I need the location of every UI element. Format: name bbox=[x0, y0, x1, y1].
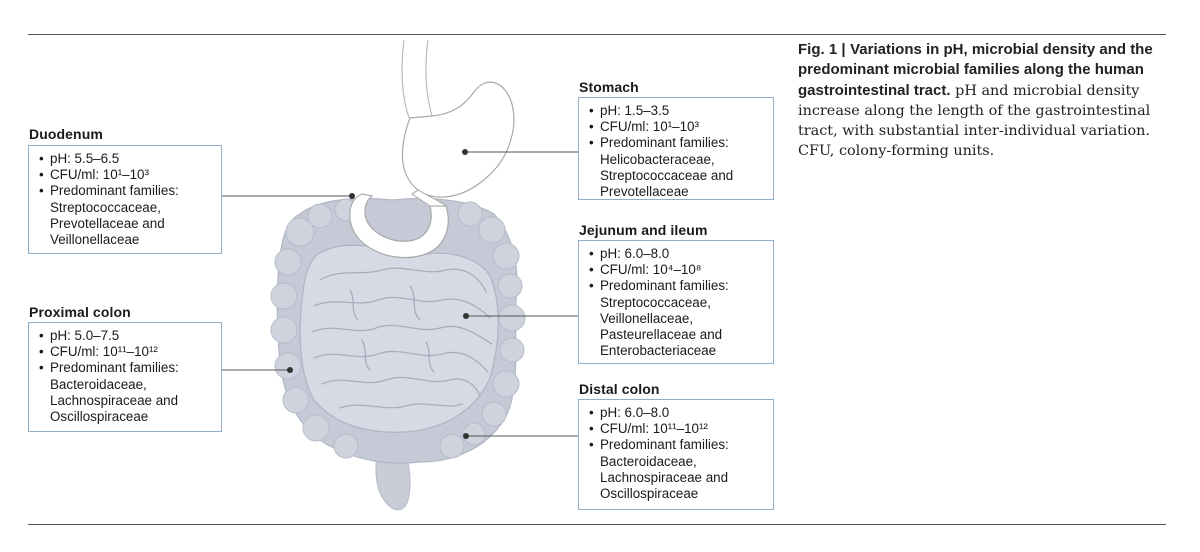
leader-dot-jejunum-ileum bbox=[463, 313, 469, 319]
proximal-colon-family-3: Oscillospiraceae bbox=[50, 409, 149, 425]
figure-caption-text: pH and microbial density increase along … bbox=[798, 82, 1151, 160]
figure-label: Fig. 1 | bbox=[798, 41, 846, 58]
distal-colon-family-2: Lachnospiraceae and bbox=[600, 469, 729, 485]
leader-dot-distal-colon bbox=[463, 433, 469, 439]
stomach-ph: pH: 1.5–3.5 bbox=[589, 103, 765, 119]
distal-colon-family-1: Bacteroidaceae, bbox=[600, 453, 697, 469]
proximal-colon-families: Predominant families: Bacteroidaceae, La… bbox=[39, 360, 213, 425]
jejunum-ileum-title: Jejunum and ileum bbox=[579, 222, 708, 238]
jejunum-ileum-info-box: pH: 6.0–8.0 CFU/ml: 10⁴–10⁸ Predominant … bbox=[578, 240, 774, 364]
stomach-families-label: Predominant families: bbox=[600, 135, 729, 151]
distal-colon-families-label: Predominant families: bbox=[600, 437, 729, 453]
proximal-colon-families-label: Predominant families: bbox=[50, 360, 179, 376]
small-intestine-coils bbox=[311, 267, 493, 409]
stomach-info-box: pH: 1.5–3.5 CFU/ml: 10¹–10³ Predominant … bbox=[578, 97, 774, 200]
proximal-colon-family-2: Lachnospiraceae and bbox=[50, 392, 179, 408]
duodenum-families-label: Predominant families: bbox=[50, 183, 179, 199]
stomach-family-1: Helicobacteraceae, bbox=[600, 151, 715, 167]
duodenum-cfu: CFU/ml: 10¹–10³ bbox=[39, 167, 213, 183]
distal-colon-title: Distal colon bbox=[579, 381, 660, 397]
leader-dot-duodenum bbox=[349, 193, 355, 199]
stomach-family-2: Streptococcaceae and bbox=[600, 167, 734, 183]
stomach-title: Stomach bbox=[579, 79, 639, 95]
esophagus-shape bbox=[401, 39, 433, 121]
duodenum-info-box: pH: 5.5–6.5 CFU/ml: 10¹–10³ Predominant … bbox=[28, 145, 222, 254]
jejunum-ileum-family-3: Pasteurellaceae and bbox=[600, 327, 723, 343]
distal-colon-ph: pH: 6.0–8.0 bbox=[589, 405, 765, 421]
duodenum-families: Predominant families: Streptococcaceae, … bbox=[39, 183, 213, 248]
distal-colon-cfu: CFU/ml: 10¹¹–10¹² bbox=[589, 421, 765, 437]
leader-dot-stomach bbox=[462, 149, 468, 155]
stomach-families: Predominant families: Helicobacteraceae,… bbox=[589, 135, 765, 200]
bottom-rule bbox=[28, 524, 1166, 525]
jejunum-ileum-family-1: Streptococcaceae, bbox=[600, 294, 711, 310]
duodenum-ph: pH: 5.5–6.5 bbox=[39, 151, 213, 167]
jejunum-ileum-ph: pH: 6.0–8.0 bbox=[589, 246, 765, 262]
jejunum-ileum-families-label: Predominant families: bbox=[600, 278, 729, 294]
proximal-colon-title: Proximal colon bbox=[29, 304, 131, 320]
distal-colon-info-box: pH: 6.0–8.0 CFU/ml: 10¹¹–10¹² Predominan… bbox=[578, 399, 774, 510]
duodenum-title: Duodenum bbox=[29, 126, 103, 142]
stomach-cfu: CFU/ml: 10¹–10³ bbox=[589, 119, 765, 135]
stomach-family-3: Prevotellaceae bbox=[600, 184, 689, 200]
jejunum-ileum-family-4: Enterobacteriaceae bbox=[600, 343, 717, 359]
duodenum-family-3: Veillonellaceae bbox=[50, 232, 140, 248]
stomach-shape bbox=[401, 81, 515, 198]
jejunum-ileum-family-2: Veillonellaceae, bbox=[600, 310, 694, 326]
proximal-colon-ph: pH: 5.0–7.5 bbox=[39, 328, 213, 344]
proximal-colon-info-box: pH: 5.0–7.5 CFU/ml: 10¹¹–10¹² Predominan… bbox=[28, 322, 222, 432]
proximal-colon-cfu: CFU/ml: 10¹¹–10¹² bbox=[39, 344, 213, 360]
distal-colon-families: Predominant families: Bacteroidaceae, La… bbox=[589, 437, 765, 502]
top-rule bbox=[28, 34, 1166, 35]
proximal-colon-family-1: Bacteroidaceae, bbox=[50, 376, 147, 392]
leader-dot-proximal-colon bbox=[287, 367, 293, 373]
duodenum-family-1: Streptococcaceae, bbox=[50, 199, 161, 215]
figure-caption: Fig. 1 | Variations in pH, microbial den… bbox=[798, 40, 1168, 162]
figure-title: Variations in pH, microbial density and … bbox=[798, 41, 1153, 99]
pylorus-shape bbox=[411, 189, 448, 207]
jejunum-ileum-families: Predominant families: Streptococcaceae, … bbox=[589, 278, 765, 359]
jejunum-ileum-cfu: CFU/ml: 10⁴–10⁸ bbox=[589, 262, 765, 278]
distal-colon-family-3: Oscillospiraceae bbox=[600, 486, 699, 502]
duodenum-family-2: Prevotellaceae and bbox=[50, 215, 165, 231]
